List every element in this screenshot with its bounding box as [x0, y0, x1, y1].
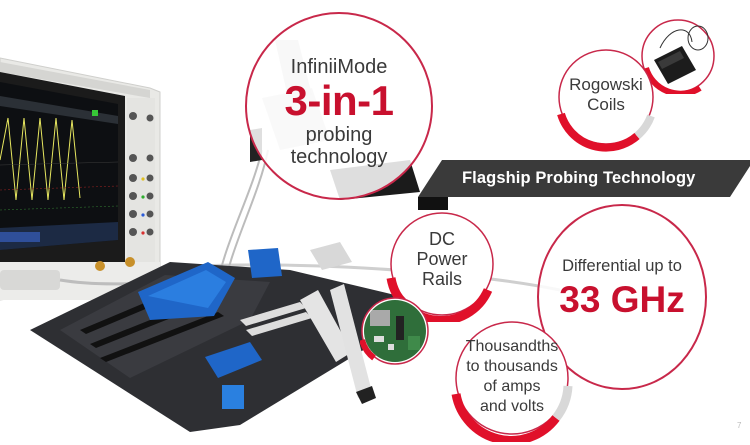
ring-accent-icon — [557, 49, 655, 152]
ring-accent-icon — [451, 321, 573, 442]
section-banner: Flagship Probing Technology — [418, 160, 750, 210]
feature-label: to thousands — [466, 358, 558, 375]
feature-label: Rogowski — [569, 75, 643, 94]
feature-label: Differential up to — [562, 257, 682, 275]
feature-label: probing — [305, 124, 373, 146]
feature-circle-rogowski: Rogowski Coils — [551, 42, 661, 152]
ring-accent-icon — [386, 212, 494, 322]
feature-label: InfiniiMode — [290, 56, 388, 78]
page-number: 7 — [737, 421, 742, 430]
rogowski-photo-icon — [641, 19, 715, 94]
feature-label: technology — [290, 146, 388, 168]
feature-label: and volts — [479, 398, 545, 415]
rogowski-photo-circle — [640, 18, 716, 94]
feature-highlight: 3-in-1 — [284, 77, 394, 124]
feature-circle-range: Thousandths to thousands of amps and vol… — [448, 314, 576, 442]
pcb-photo-icon — [360, 297, 429, 365]
feature-circle-dc-power: DC Power Rails — [384, 206, 500, 322]
banner-shape-icon — [418, 160, 750, 210]
feature-label: Rails — [421, 269, 462, 289]
pcb-photo-circle — [360, 296, 430, 366]
feature-label: Power — [416, 249, 468, 269]
feature-circle-infiniimode: InfiniiMode 3-in-1 probing technology — [245, 12, 433, 200]
feature-label: DC — [429, 229, 455, 249]
banner-title: Flagship Probing Technology — [462, 169, 696, 187]
feature-label: of amps — [483, 378, 541, 395]
feature-label: Coils — [587, 95, 625, 114]
feature-highlight: 33 GHz — [559, 279, 685, 320]
feature-label: Thousandths — [465, 338, 559, 355]
